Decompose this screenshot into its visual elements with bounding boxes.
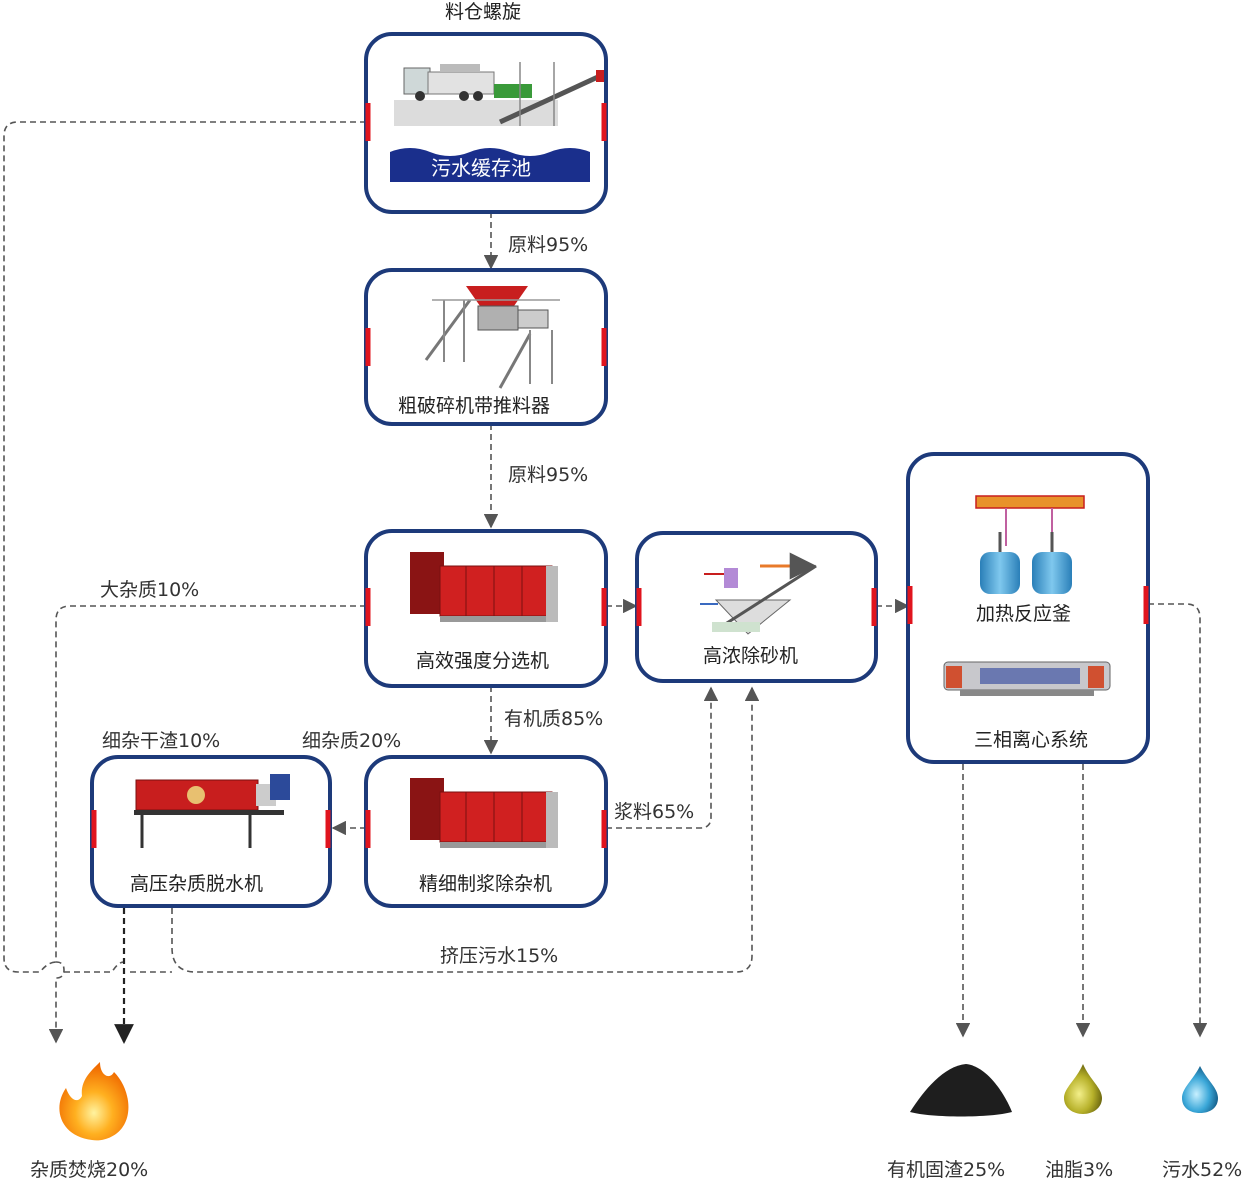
buffer-tank-wave (390, 146, 590, 156)
reactor-label: 加热反应釜 (976, 603, 1071, 625)
node-pulper: 精细制浆除杂机 (364, 755, 608, 908)
oil-drop-icon (1064, 1064, 1102, 1114)
truck-and-screw-illustration (394, 62, 604, 126)
label-big-impurity: 大杂质10% (100, 579, 199, 601)
output-wastewater: 污水52% (1162, 1066, 1242, 1179)
node-shredder: 粗破碎机带推料器 (364, 268, 608, 426)
separator-label: 高效强度分选机 (416, 650, 549, 672)
label-slurry: 浆料65% (614, 801, 694, 823)
fire-icon (59, 1062, 129, 1141)
wastewater-label: 污水52% (1162, 1159, 1242, 1179)
flow-big-impurity-to-incineration (48, 605, 366, 1044)
flow-slurry-to-desander (606, 686, 719, 829)
flow-labels: 原料95% 原料95% 大杂质10% 有机质85% 细杂质20% 细杂干渣10%… (100, 234, 694, 967)
label-fine-impurity: 细杂质20% (302, 730, 401, 752)
pulper-label: 精细制浆除杂机 (419, 873, 552, 895)
label-raw-95-a: 原料95% (508, 234, 588, 256)
node-separator: 高效强度分选机 (364, 529, 608, 688)
node-desander: 高浓除砂机 (635, 531, 878, 683)
desander-illustration (700, 552, 817, 635)
buffer-tank-label: 污水缓存池 (431, 156, 531, 180)
label-raw-95-b: 原料95% (508, 464, 588, 486)
output-organic-residue: 有机固渣25% (887, 1064, 1012, 1179)
output-grease: 油脂3% (1045, 1064, 1113, 1179)
desander-label: 高浓除砂机 (703, 645, 798, 667)
dewater-illustration (134, 774, 290, 848)
flow-to-wastewater (1148, 603, 1208, 1038)
node-reactor-centrifuge: 加热反应釜 三相离心系统 (906, 452, 1150, 764)
connectors (3, 121, 1208, 1044)
shredder-label: 粗破碎机带推料器 (398, 395, 550, 417)
separator-illustration (410, 552, 558, 622)
output-incineration: 杂质焚烧20% (30, 1062, 148, 1179)
organic-residue-label: 有机固渣25% (887, 1159, 1005, 1179)
label-press-water: 挤压污水15% (440, 945, 558, 967)
grease-label: 油脂3% (1045, 1159, 1113, 1179)
node-silo: 料仓螺旋 污水缓存池 (364, 1, 608, 214)
reactor-illustration (975, 495, 1085, 594)
incineration-label: 杂质焚烧20% (30, 1159, 148, 1179)
flow-silo-return (3, 121, 366, 973)
centrifuge-illustration (943, 661, 1111, 696)
centrifuge-label: 三相离心系统 (974, 729, 1088, 751)
residue-pile-icon (910, 1064, 1012, 1117)
node-dewater: 高压杂质脱水机 (90, 755, 332, 908)
shredder-illustration (424, 286, 560, 389)
dewater-label: 高压杂质脱水机 (130, 873, 263, 895)
buffer-tank-water (390, 146, 590, 182)
water-drop-icon (1182, 1066, 1218, 1113)
label-organic: 有机质85% (504, 708, 603, 730)
silo-title: 料仓螺旋 (445, 1, 521, 23)
pulper-illustration (410, 778, 558, 848)
label-fine-dry-residue: 细杂干渣10% (102, 730, 220, 752)
